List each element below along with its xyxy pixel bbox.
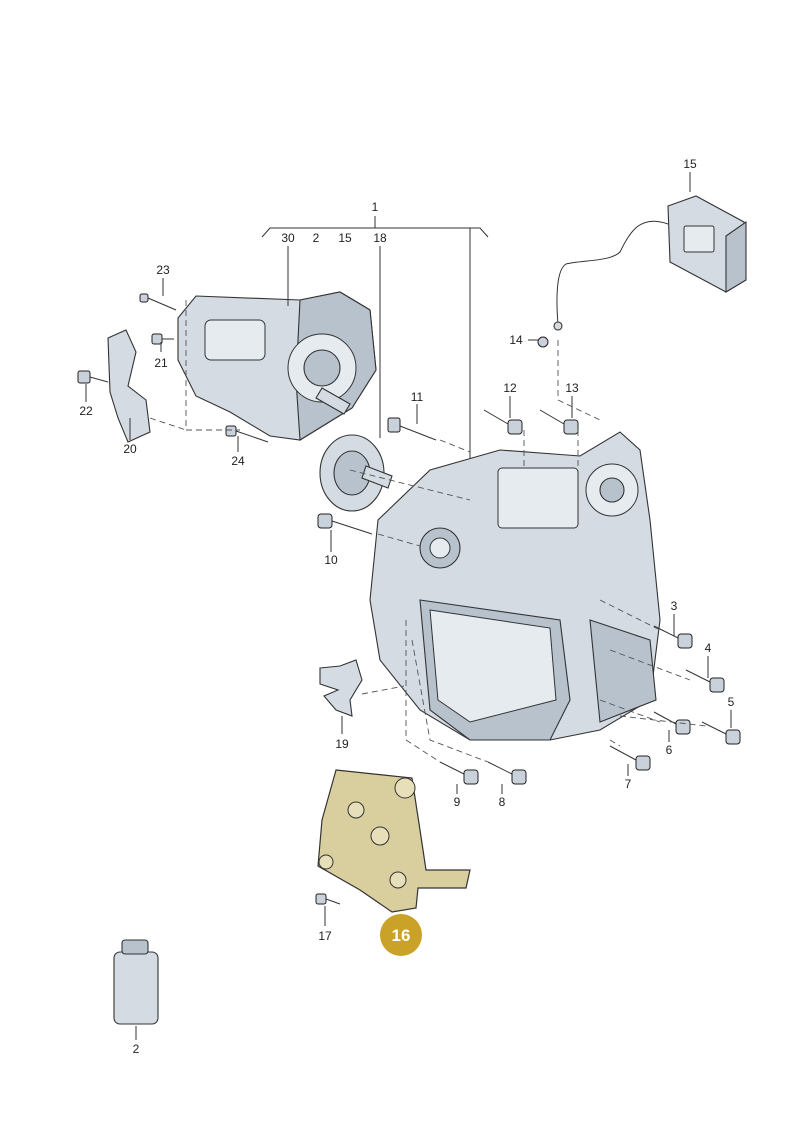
callout-15: 15 xyxy=(683,157,697,171)
callouts: 1 30 2 15 18 23 21 22 20 24 15 14 12 13 … xyxy=(79,157,734,1056)
cable-bracket xyxy=(319,659,363,717)
callout-9: 9 xyxy=(454,795,461,809)
callout-5: 5 xyxy=(728,695,735,709)
callout-17: 17 xyxy=(318,929,332,943)
callout-3: 3 xyxy=(671,599,678,613)
callout-8: 8 xyxy=(499,795,506,809)
callout-4: 4 xyxy=(705,641,712,655)
callout-13: 13 xyxy=(565,381,579,395)
callout-2-top: 2 xyxy=(313,231,320,245)
callout-19: 19 xyxy=(335,737,349,751)
control-unit xyxy=(553,195,747,331)
mounting-bracket xyxy=(107,329,151,443)
bolts xyxy=(77,293,741,905)
callout-7: 7 xyxy=(625,777,632,791)
callout-21: 21 xyxy=(154,356,168,370)
callout-18: 18 xyxy=(373,231,387,245)
oil-bottle xyxy=(113,939,159,1025)
highlight-badge-16[interactable]: 16 xyxy=(380,914,422,956)
callout-6: 6 xyxy=(666,743,673,757)
badge-label[interactable]: 16 xyxy=(392,926,411,945)
drive-flange xyxy=(319,434,393,512)
callout-20: 20 xyxy=(123,442,137,456)
callout-15-top: 15 xyxy=(338,231,352,245)
assembly-lines xyxy=(149,300,707,763)
callout-23: 23 xyxy=(156,263,170,277)
callout-12: 12 xyxy=(503,381,517,395)
callout-24: 24 xyxy=(231,454,245,468)
mechatronic-unit xyxy=(317,769,471,913)
badge-circle[interactable] xyxy=(380,914,422,956)
callout-14: 14 xyxy=(509,333,523,347)
callout-11: 11 xyxy=(411,390,424,404)
assembly-bracket xyxy=(261,216,489,460)
gearbox-housing xyxy=(369,431,661,741)
callout-2-bottom: 2 xyxy=(133,1042,140,1056)
callout-30: 30 xyxy=(281,231,295,245)
callout-1: 1 xyxy=(372,200,379,214)
leader-lines xyxy=(85,172,732,1040)
callout-22: 22 xyxy=(79,404,93,418)
transfer-case xyxy=(177,291,377,441)
callout-10: 10 xyxy=(324,553,338,567)
